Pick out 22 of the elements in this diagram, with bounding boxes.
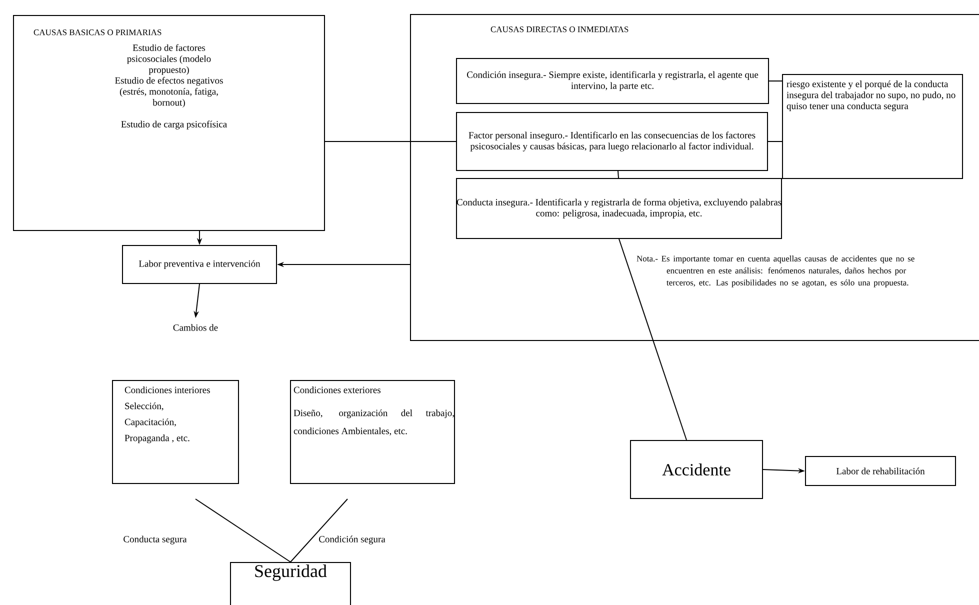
connector-line [768,141,783,142]
process-box: Labor de rehabilitación [805,456,956,486]
edge-label: Condición segura [318,534,386,546]
text-box: Condiciones exteriores Diseño, organización del trabajo, condiciones Ambientales, etc. [290,380,455,484]
result-box: Seguridad [230,562,351,605]
text-box: riesgo existente y el porqué de la conducta insegura del trabajador no supo, no pudo, no quiso tener una conducta segura [782,74,964,179]
text-box: Factor personal inseguro.- Identificarlo en las consecuencias de los factores psicosociales y causas básicas, para luego relacionarlo al factor individual. [456,112,768,171]
connector-line [195,498,291,562]
note: Nota.- Es importante tomar en cuenta aquellas causas de accidentes que no se encuentren en este análisis: fenómenos naturales, daños hechos por terceros, etc. Las posibilidades no se agotan, es sólo una propuesta. [636,256,914,288]
connector-line [290,498,348,562]
text-box: Condición insegura.- Siempre existe, identificarla y registrarla, el agente que intervino, la parte etc. [456,58,770,104]
connector-line [324,141,456,142]
event-box: Accidente [630,440,763,499]
text-box: Conducta insegura.- Identificarla y registrarla de forma objetiva, excluyendo palabras como: peligrosa, inadecuada, impropia, etc. [456,178,782,239]
edge-label: Conducta segura [122,534,188,546]
connector-line [618,170,619,178]
connector-line [618,238,687,440]
bare-text: Cambios de [173,324,218,331]
connector-line [768,80,783,82]
process-box: Labor preventiva e intervención [122,245,277,284]
text-box: Condiciones interiores Selección, Capacitación, Propaganda , etc. [112,380,239,484]
cause-box: CAUSAS BASICAS O PRIMARIAS Estudio de factores psicosociales (modelo propuesto) Estudio de efectos negativos (estrés, monotonía, fatiga, bornout) Estudio de carga psicofísica [13,15,325,231]
